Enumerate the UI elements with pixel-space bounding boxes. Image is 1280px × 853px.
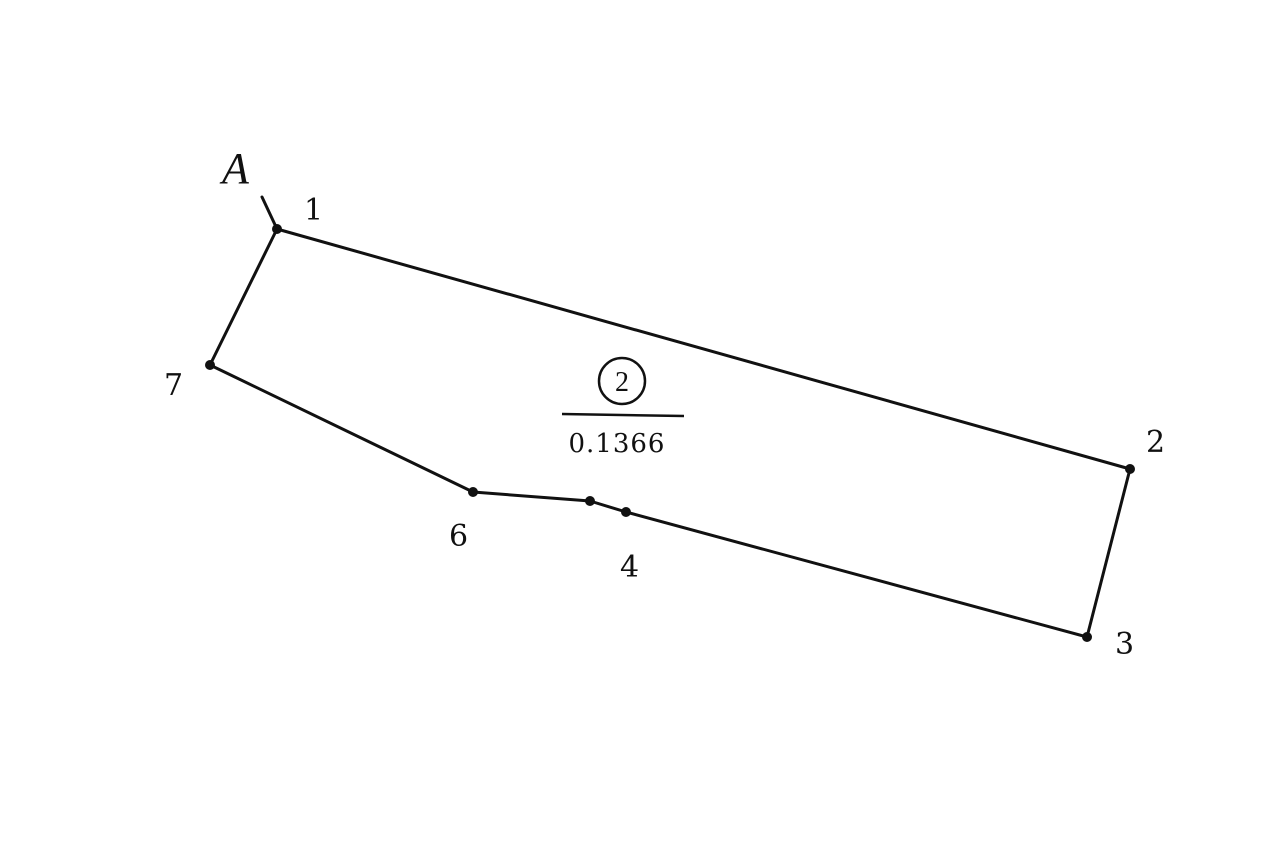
vertex-5-dot: [585, 496, 595, 506]
area-fraction-bar: [561, 412, 685, 418]
vertex-label-2: 2: [1146, 425, 1165, 460]
vertex-label-4: 4: [620, 550, 639, 585]
vertex-1-dot: [272, 224, 282, 234]
vertex-label-7: 7: [164, 368, 183, 403]
point-a-label: A: [219, 144, 250, 193]
parcel-number: 2: [615, 367, 629, 398]
vertex-3-dot: [1082, 632, 1092, 642]
parcel-area: 0.1366: [569, 429, 666, 459]
parcel-number-circle: [597, 356, 647, 406]
parcel-boundary: [208, 227, 1132, 639]
vertex-label-1: 1: [304, 193, 323, 228]
vertex-6-dot: [468, 487, 478, 497]
vertex-7-dot: [205, 360, 215, 370]
vertex-label-3: 3: [1115, 627, 1134, 662]
vertex-2-dot: [1125, 464, 1135, 474]
vertex-label-6: 6: [449, 519, 468, 554]
point-a-leader: [260, 195, 279, 231]
vertex-4-dot: [621, 507, 631, 517]
